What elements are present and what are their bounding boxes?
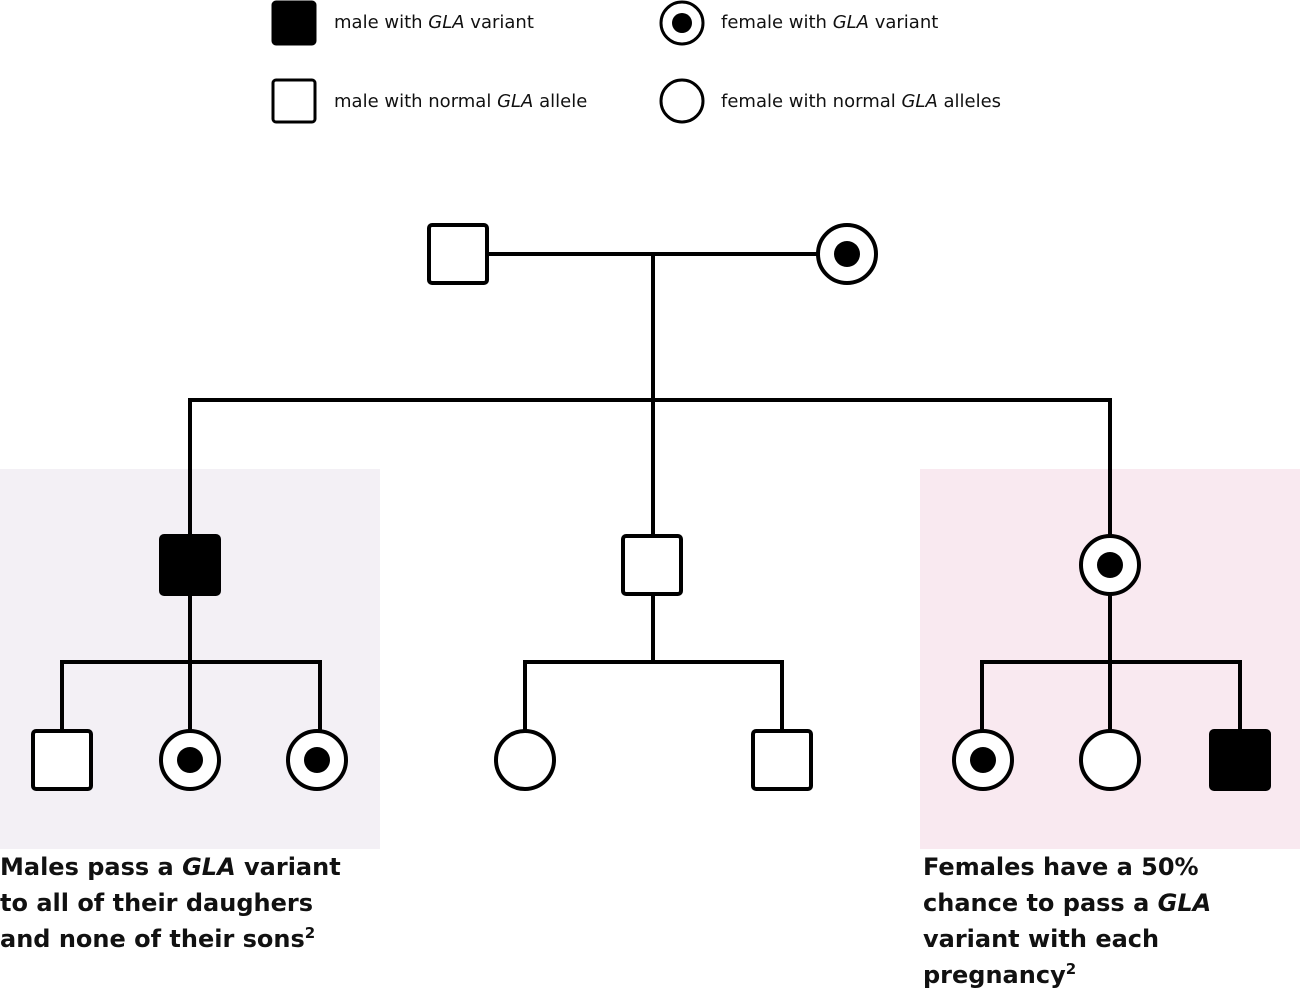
son-normal-male — [621, 534, 683, 596]
granddaughter-carrier-female-left-1 — [159, 729, 221, 791]
legend-male-affected-symbol — [271, 0, 317, 46]
granddaughter-carrier-female-right — [952, 729, 1014, 791]
legend-label-male-normal: male with normal GLA allele — [334, 91, 588, 112]
legend-female-carrier-symbol — [659, 0, 705, 46]
legend-female-normal-symbol — [659, 78, 705, 124]
caption-left-male-inheritance: Males pass a GLA variant to all of their… — [0, 853, 341, 953]
legend-male-normal-symbol — [271, 78, 317, 124]
caption-right-female-inheritance: Females have a 50% chance to pass a GLA … — [923, 853, 1212, 989]
pedigree-lines — [60, 252, 1242, 732]
granddaughter-normal-female-right — [1079, 729, 1141, 791]
legend-label-female-normal: female with normal GLA alleles — [721, 91, 1002, 112]
pedigree-svg — [0, 0, 1300, 849]
grandmother-carrier-female — [816, 223, 878, 285]
legend-label-male-affected: male with GLA variant — [334, 12, 534, 33]
legend-label-female-carrier: female with GLA variant — [721, 12, 939, 33]
granddaughter-carrier-female-left-2 — [286, 729, 348, 791]
son-affected-male — [159, 534, 221, 596]
granddaughter-normal-female-middle — [494, 729, 556, 791]
daughter-carrier-female — [1079, 534, 1141, 596]
grandson-normal-male-left — [31, 729, 93, 791]
grandson-normal-male-middle — [751, 729, 813, 791]
grandson-affected-male-right — [1209, 729, 1271, 791]
grandfather-normal-male — [427, 223, 489, 285]
